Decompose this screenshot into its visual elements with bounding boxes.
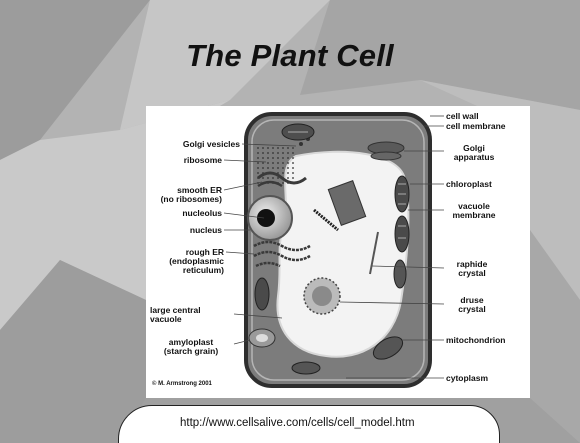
- plant-cell-diagram: Golgi vesicles ribosome smooth ER (no ri…: [146, 106, 530, 398]
- label-large-central-vacuole: large central vacuole: [150, 306, 240, 324]
- label-ribosome: ribosome: [146, 156, 222, 165]
- label-vacuole-membrane: vacuole membrane: [444, 202, 504, 220]
- source-url[interactable]: http://www.cellsalive.com/cells/cell_mod…: [180, 417, 450, 430]
- label-cell-wall: cell wall: [446, 112, 530, 121]
- slide-title: The Plant Cell: [0, 38, 580, 74]
- label-druse-crystal: druse crystal: [444, 296, 500, 314]
- copyright-notice: © M. Armstrong 2001: [152, 381, 212, 387]
- label-amyloplast: amyloplast (starch grain): [148, 338, 234, 356]
- label-mitochondrion: mitochondrion: [446, 336, 530, 345]
- ribosomes: [256, 146, 296, 186]
- label-golgi-apparatus: Golgi apparatus: [444, 144, 504, 162]
- label-nucleolus: nucleolus: [146, 209, 222, 218]
- label-rough-er: rough ER (endoplasmic reticulum): [146, 248, 224, 275]
- label-raphide-crystal: raphide crystal: [444, 260, 500, 278]
- nucleolus: [257, 209, 275, 227]
- label-smooth-er: smooth ER (no ribosomes): [146, 186, 222, 204]
- label-nucleus: nucleus: [146, 226, 222, 235]
- label-golgi-vesicles: Golgi vesicles: [146, 140, 240, 149]
- label-cytoplasm: cytoplasm: [446, 374, 530, 383]
- label-chloroplast: chloroplast: [446, 180, 530, 189]
- label-cell-membrane: cell membrane: [446, 122, 530, 131]
